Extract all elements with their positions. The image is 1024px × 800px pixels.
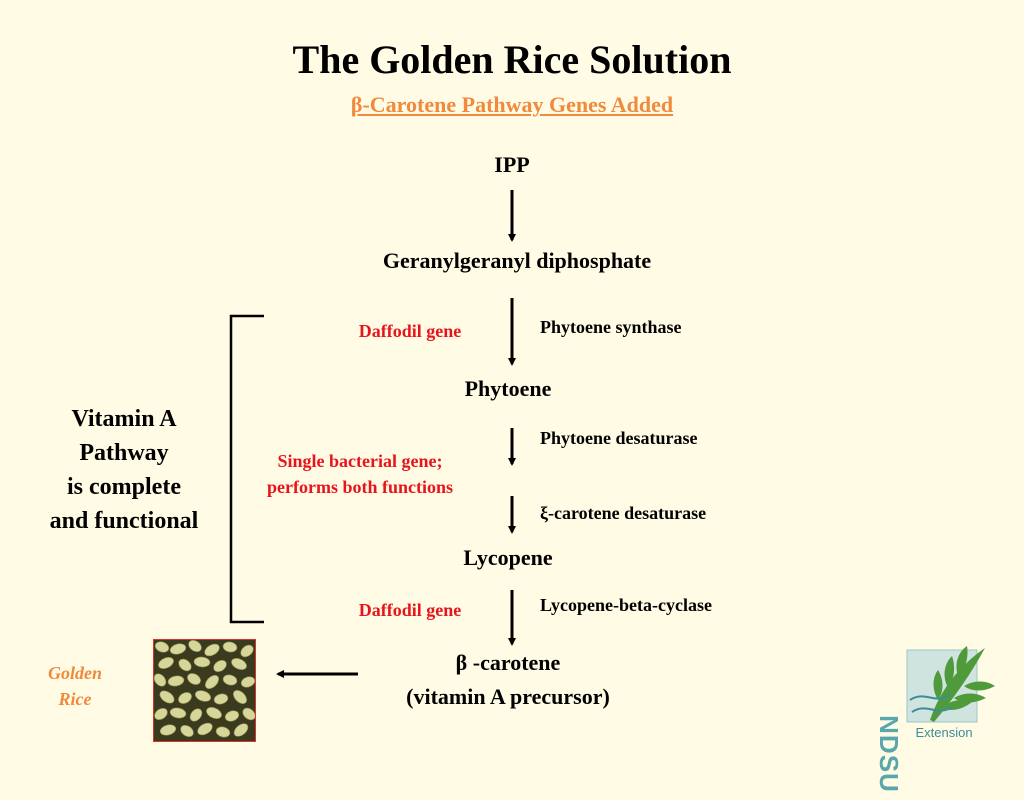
- pathway-arrows: [229, 190, 516, 678]
- gene-daffodil-2: Daffodil gene: [358, 600, 462, 620]
- node-ggpp: Geranylgeranyl diphosphate: [382, 248, 652, 273]
- golden-rice-line1: Golden: [48, 663, 102, 683]
- gene-bacterial-line1: Single bacterial gene;: [277, 451, 443, 471]
- ndsu-logo-letters: NDSU: [872, 650, 906, 793]
- side-label-line2: Pathway: [79, 440, 169, 466]
- enzyme-lycopene-beta-cyclase: Lycopene-beta-cyclase: [540, 595, 712, 615]
- ndsu-extension-label: Extension: [915, 725, 973, 740]
- vitamin-a-pathway-label: Vitamin A Pathway is complete and functi…: [24, 402, 224, 538]
- enzyme-phytoene-synthase: Phytoene synthase: [540, 317, 682, 337]
- page-subtitle[interactable]: β-Carotene Pathway Genes Added: [350, 92, 674, 117]
- pathway-bracket: [229, 314, 264, 624]
- page-title: The Golden Rice Solution: [292, 37, 732, 82]
- enzyme-phytoene-desaturase: Phytoene desaturase: [540, 428, 698, 448]
- node-ipp: IPP: [494, 152, 530, 177]
- rice-grains-image: [154, 640, 255, 741]
- golden-rice-line2: Rice: [58, 689, 92, 709]
- side-label-line3: is complete: [67, 474, 181, 500]
- gene-bacterial-line2: performs both functions: [266, 477, 453, 497]
- golden-rice-photo: [153, 639, 256, 742]
- side-label-line4: and functional: [49, 508, 199, 534]
- enzyme-xi-carotene-desaturase: ξ-carotene desaturase: [540, 503, 707, 523]
- node-beta-carotene: β -carotene: [455, 650, 561, 675]
- side-label-line1: Vitamin A: [71, 406, 177, 432]
- golden-rice-label: Golden Rice: [30, 660, 120, 712]
- node-beta-carotene-note: (vitamin A precursor): [406, 684, 610, 709]
- node-lycopene: Lycopene: [463, 545, 553, 570]
- node-phytoene: Phytoene: [464, 376, 552, 401]
- gene-daffodil-1: Daffodil gene: [358, 321, 462, 341]
- ndsu-letters-text: NDSU: [874, 715, 904, 793]
